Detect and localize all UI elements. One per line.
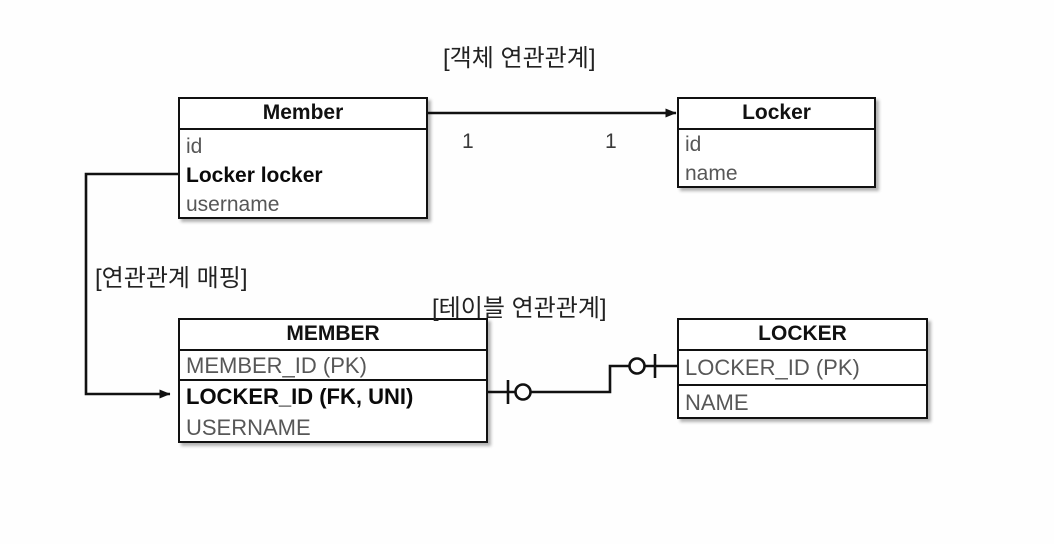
entity-member[interactable]: Member id Locker locker username: [178, 97, 428, 219]
table-locker-pk-section: LOCKER_ID (PK): [679, 349, 926, 384]
entity-locker-field-id: id: [685, 133, 702, 156]
entity-locker[interactable]: Locker id name: [677, 97, 876, 188]
entity-locker-field-name: name: [685, 162, 738, 185]
table-locker-column-name: NAME: [685, 390, 749, 415]
table-relation-caption: [테이블 연관관계]: [432, 295, 607, 322]
table-relationship-connector: [488, 354, 677, 404]
table-member-column-locker-id: LOCKER_ID (FK, UNI): [186, 384, 414, 409]
multiplicity-source-label: 1: [462, 130, 474, 153]
entity-member-field-locker: Locker locker: [186, 164, 323, 187]
table-locker[interactable]: LOCKER LOCKER_ID (PK) NAME: [677, 318, 928, 419]
entity-member-field-id: id: [186, 135, 203, 158]
table-locker-title: LOCKER: [758, 322, 847, 345]
entity-member-field-username: username: [186, 193, 280, 216]
entity-locker-fields: id name: [679, 128, 874, 186]
table-member-column-username: USERNAME: [186, 415, 311, 440]
entity-member-fields: id Locker locker username: [180, 128, 426, 217]
table-member-column-member-id: MEMBER_ID (PK): [186, 353, 367, 378]
table-locker-columns: NAME: [679, 384, 926, 417]
mapping-arrow: [84, 172, 178, 399]
table-member-title: MEMBER: [286, 322, 380, 345]
entity-member-title: Member: [262, 101, 344, 124]
table-member-pk-section: MEMBER_ID (PK): [180, 349, 486, 379]
entity-locker-title: Locker: [742, 101, 811, 124]
mapping-caption: [연관관계 매핑]: [95, 265, 248, 292]
object-relation-caption: [객체 연관관계]: [443, 45, 596, 72]
table-locker-column-locker-id: LOCKER_ID (PK): [685, 355, 860, 380]
multiplicity-target-label: 1: [605, 130, 617, 153]
table-member[interactable]: MEMBER MEMBER_ID (PK) LOCKER_ID (FK, UNI…: [178, 318, 488, 443]
table-member-columns: LOCKER_ID (FK, UNI) USERNAME: [180, 379, 486, 441]
